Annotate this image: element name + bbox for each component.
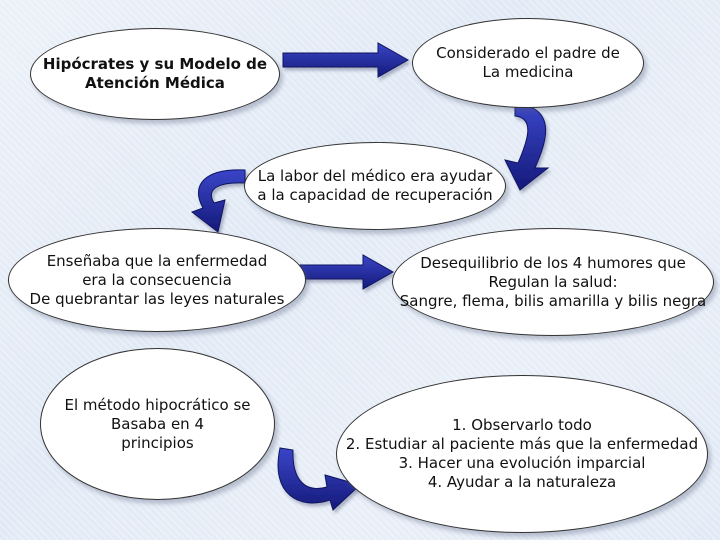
arrow-curve-3 xyxy=(277,447,361,511)
arrow-curve-1 xyxy=(504,102,550,191)
node-padre: Considerado el padre de La medicina xyxy=(412,18,644,108)
node-labor-text: La labor del médico era ayudar a la capa… xyxy=(257,167,493,204)
arrow-curve-2 xyxy=(190,169,246,233)
node-metodo: El método hipocrático se Basaba en 4 pri… xyxy=(40,348,275,500)
node-metodo-text: El método hipocrático se Basaba en 4 pri… xyxy=(64,395,251,452)
arrow-right-1 xyxy=(282,42,410,78)
node-principios: 1. Observarlo todo 2. Estudiar al pacien… xyxy=(336,375,708,533)
node-labor: La labor del médico era ayudar a la capa… xyxy=(244,142,506,230)
node-ensenaba: Enseñaba que la enfermedad era la consec… xyxy=(8,228,306,332)
node-ensenaba-text: Enseñaba que la enfermedad era la consec… xyxy=(29,251,285,308)
node-desequilibrio-text: Desequilibrio de los 4 humores que Regul… xyxy=(399,253,707,310)
node-desequilibrio: Desequilibrio de los 4 humores que Regul… xyxy=(392,228,714,336)
node-hipocrates-text: Hipócrates y su Modelo de Atención Médic… xyxy=(42,55,268,92)
node-principios-text: 1. Observarlo todo 2. Estudiar al pacien… xyxy=(345,416,699,491)
node-padre-text: Considerado el padre de La medicina xyxy=(436,44,620,81)
arrow-right-2 xyxy=(299,254,395,290)
node-hipocrates: Hipócrates y su Modelo de Atención Médic… xyxy=(30,28,280,120)
